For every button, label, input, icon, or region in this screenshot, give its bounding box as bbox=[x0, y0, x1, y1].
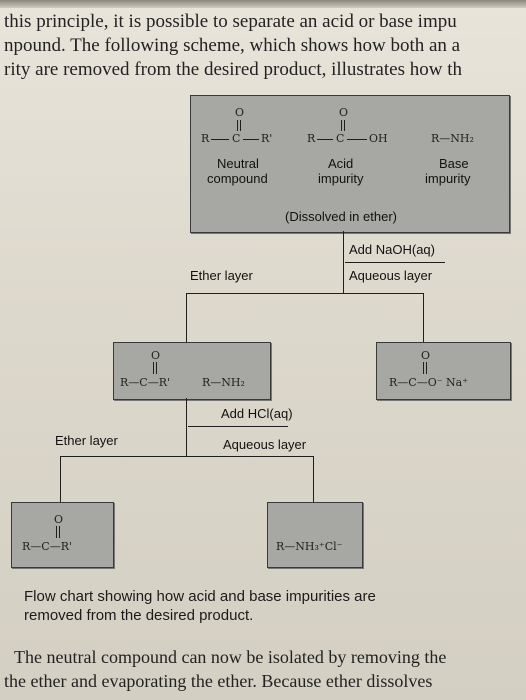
outro-line-1: The neutral compound can now be isolated… bbox=[14, 647, 447, 667]
neutral-carbonyl-o: O bbox=[235, 106, 245, 119]
neutral-label: Neutral bbox=[217, 156, 259, 171]
base-label-2: impurity bbox=[425, 171, 471, 186]
add-hcl-label: Add HCl(aq) bbox=[221, 406, 293, 421]
mid-amine-formula: R—NH₂ bbox=[202, 376, 245, 389]
ether-layer-box-1: O R—C—R' R—NH₂ bbox=[113, 342, 271, 400]
base-label: Base bbox=[439, 156, 469, 171]
acid-c: C bbox=[336, 132, 345, 145]
intro-line-2: npound. The following scheme, which show… bbox=[4, 35, 461, 56]
mid-ketone-formula: R—C—R' bbox=[120, 376, 171, 389]
acid-r: R bbox=[307, 132, 316, 145]
outro-line-2: the ether and evaporating the ether. Bec… bbox=[4, 671, 433, 691]
ammonium-chloride-formula: R—NH₃⁺Cl⁻ bbox=[276, 540, 343, 553]
acid-label: Acid bbox=[328, 156, 354, 171]
figure-caption-line-2: removed from the desired product. bbox=[24, 607, 254, 624]
salt-carbonyl-o: O bbox=[421, 349, 431, 362]
carboxylate-salt-formula: R—C—O⁻ Na⁺ bbox=[389, 376, 469, 389]
acid-label-2: impurity bbox=[318, 171, 364, 186]
mid-carbonyl-o: O bbox=[151, 349, 161, 362]
ether-layer-label-2: Ether layer bbox=[55, 433, 118, 448]
dissolved-in-ether-note: (Dissolved in ether) bbox=[285, 209, 397, 224]
neutral-label-2: compound bbox=[207, 171, 268, 186]
figure-caption-line-1: Flow chart showing how acid and base imp… bbox=[24, 588, 376, 605]
starting-mixture-box: O R C R' Neutral compound O R C OH Acid … bbox=[190, 95, 510, 233]
base-formula: R—NH₂ bbox=[431, 132, 474, 145]
intro-line-3: rity are removed from the desired produc… bbox=[4, 59, 462, 80]
acid-carbonyl-o: O bbox=[339, 106, 349, 119]
aqueous-salt-box: O R—C—O⁻ Na⁺ bbox=[376, 342, 511, 400]
final-ketone-formula: R—C—R' bbox=[22, 540, 73, 553]
acid-oh: OH bbox=[369, 132, 388, 145]
page-edge-shadow bbox=[0, 0, 526, 8]
intro-line-1: this principle, it is possible to separa… bbox=[4, 11, 457, 32]
neutral-r-prime: R' bbox=[261, 132, 273, 145]
neutral-c: C bbox=[232, 132, 241, 145]
final-carbonyl-o: O bbox=[54, 513, 64, 526]
ammonium-salt-box: R—NH₃⁺Cl⁻ bbox=[267, 502, 363, 568]
ether-layer-label-1: Ether layer bbox=[190, 268, 253, 283]
aqueous-layer-label-1: Aqueous layer bbox=[349, 268, 433, 283]
aqueous-layer-label-2: Aqueous layer bbox=[223, 437, 307, 452]
neutral-r: R bbox=[201, 132, 210, 145]
isolated-neutral-box: O R—C—R' bbox=[11, 502, 114, 568]
add-naoh-label: Add NaOH(aq) bbox=[349, 242, 435, 257]
